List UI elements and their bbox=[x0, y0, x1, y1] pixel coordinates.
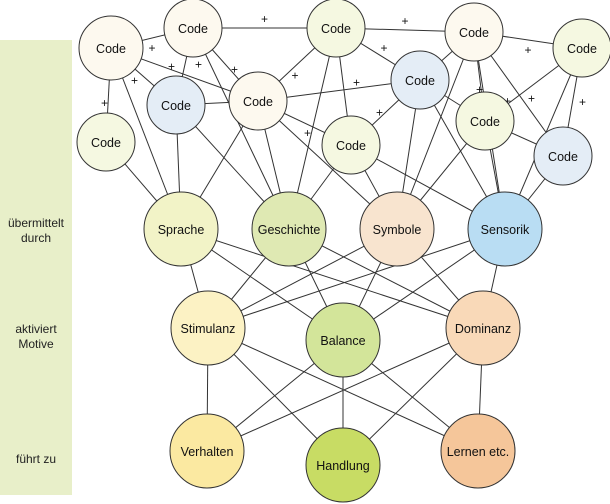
node-label: Code bbox=[321, 22, 351, 36]
node-c2: Code bbox=[163, 0, 223, 58]
node-c3: Code bbox=[306, 0, 366, 58]
edge-sign: + bbox=[231, 63, 238, 77]
node-label: Code bbox=[405, 74, 435, 88]
level-label-2: führt zu bbox=[0, 452, 72, 467]
edge-sign: + bbox=[304, 126, 311, 140]
edge-sign: + bbox=[261, 12, 268, 26]
node-label: Sensorik bbox=[481, 223, 530, 237]
node-label: Code bbox=[459, 26, 489, 40]
node-verhalten: Verhalten bbox=[169, 413, 245, 489]
node-c6: Code bbox=[146, 75, 206, 135]
edge-signs-layer: +++++++++++++++++++ bbox=[101, 12, 586, 140]
node-handlung: Handlung bbox=[305, 427, 381, 503]
edge-sign: + bbox=[376, 106, 383, 120]
node-label: Code bbox=[336, 139, 366, 153]
node-sensorik: Sensorik bbox=[467, 191, 543, 267]
node-circle bbox=[445, 290, 521, 366]
node-label: Code bbox=[567, 42, 597, 56]
edge-sign: + bbox=[380, 41, 387, 55]
node-circle bbox=[170, 290, 246, 366]
edge-sign: + bbox=[291, 69, 298, 83]
node-circle bbox=[533, 126, 593, 186]
node-stimulanz: Stimulanz bbox=[170, 290, 246, 366]
node-circle bbox=[169, 413, 245, 489]
node-label: Balance bbox=[320, 334, 365, 348]
node-label: Code bbox=[96, 42, 126, 56]
node-c9: Code bbox=[321, 115, 381, 175]
node-circle bbox=[78, 15, 144, 81]
edge-sign: + bbox=[528, 92, 535, 106]
node-circle bbox=[306, 0, 366, 58]
edge-sign: + bbox=[101, 96, 108, 110]
node-label: Verhalten bbox=[181, 445, 234, 459]
node-circle bbox=[251, 191, 327, 267]
node-circle bbox=[305, 302, 381, 378]
level-label-line: übermittelt bbox=[7, 216, 65, 230]
node-geschichte: Geschichte bbox=[251, 191, 327, 267]
edge-sign: + bbox=[524, 43, 531, 57]
node-sprache: Sprache bbox=[143, 191, 219, 267]
edge-sign: + bbox=[148, 41, 155, 55]
edge-sign: + bbox=[401, 14, 408, 28]
node-label: Lernen etc. bbox=[447, 445, 510, 459]
node-circle bbox=[444, 2, 504, 62]
node-label: Code bbox=[243, 95, 273, 109]
node-circle bbox=[143, 191, 219, 267]
level-label-line: durch bbox=[20, 231, 52, 245]
node-circle bbox=[163, 0, 223, 58]
node-symbole: Symbole bbox=[359, 191, 435, 267]
node-label: Stimulanz bbox=[181, 322, 236, 336]
node-circle bbox=[390, 50, 450, 110]
node-c1: Code bbox=[78, 15, 144, 81]
edge-sprache-dominanz bbox=[180, 228, 484, 329]
node-c7: Code bbox=[228, 71, 288, 131]
node-c8: Code bbox=[390, 50, 450, 110]
node-circle bbox=[552, 18, 610, 78]
edge-sign: + bbox=[476, 83, 483, 97]
node-circle bbox=[467, 191, 543, 267]
edge-sign: + bbox=[195, 58, 202, 72]
edge-sign: + bbox=[579, 95, 586, 109]
level-label-line: aktiviert bbox=[15, 322, 57, 336]
edge-sign: + bbox=[353, 76, 360, 90]
edge-sign: + bbox=[504, 94, 511, 108]
node-circle bbox=[76, 112, 136, 172]
node-label: Sprache bbox=[158, 223, 205, 237]
node-label: Code bbox=[91, 136, 121, 150]
node-circle bbox=[359, 191, 435, 267]
node-c10: Code bbox=[455, 91, 515, 151]
node-circle bbox=[455, 91, 515, 151]
node-circle bbox=[305, 427, 381, 503]
node-balance: Balance bbox=[305, 302, 381, 378]
node-c11: Code bbox=[76, 112, 136, 172]
node-label: Geschichte bbox=[258, 223, 321, 237]
node-circle bbox=[440, 413, 516, 489]
level-label-line: führt zu bbox=[15, 452, 57, 466]
node-label: Code bbox=[470, 115, 500, 129]
node-lernen: Lernen etc. bbox=[440, 413, 516, 489]
node-c5: Code bbox=[552, 18, 610, 78]
node-circle bbox=[228, 71, 288, 131]
level-label-line: Motive bbox=[18, 337, 54, 351]
node-label: Symbole bbox=[373, 223, 422, 237]
level-sidebar bbox=[0, 40, 72, 495]
node-label: Code bbox=[178, 22, 208, 36]
edge-dominanz-verhalten bbox=[206, 327, 484, 452]
node-c4: Code bbox=[444, 2, 504, 62]
node-label: Code bbox=[548, 150, 578, 164]
node-label: Handlung bbox=[316, 459, 370, 473]
edge-sign: + bbox=[168, 60, 175, 74]
node-circle bbox=[146, 75, 206, 135]
node-circle bbox=[321, 115, 381, 175]
node-label: Dominanz bbox=[455, 322, 511, 336]
node-c12: Code bbox=[533, 126, 593, 186]
node-label: Code bbox=[161, 99, 191, 113]
edge-sign: + bbox=[131, 74, 138, 88]
edge-sensorik-stimulanz bbox=[207, 228, 506, 329]
node-dominanz: Dominanz bbox=[445, 290, 521, 366]
